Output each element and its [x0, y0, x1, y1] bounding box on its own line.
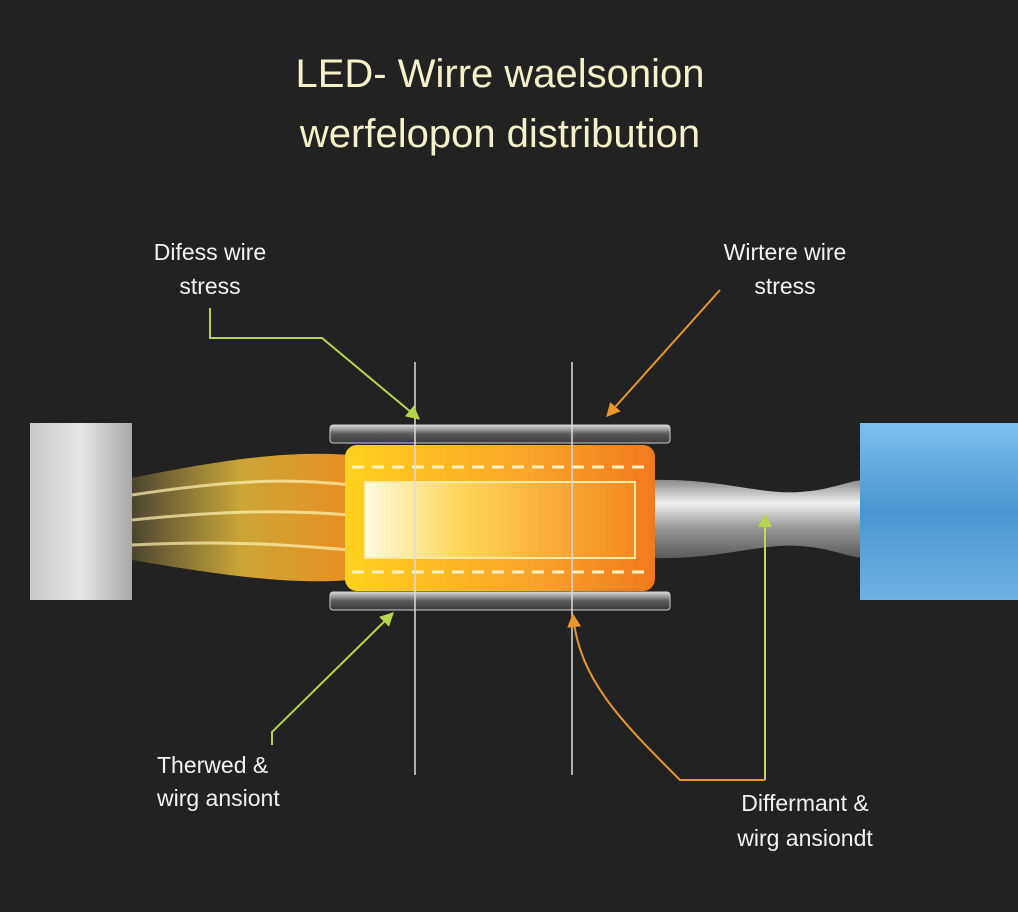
right-wire [650, 479, 862, 559]
label-top-right-2: stress [754, 273, 815, 299]
arrow-bottom-left [271, 612, 394, 745]
label-top-left-2: stress [179, 273, 240, 299]
label-bottom-right-2: wirg ansiondt [736, 825, 873, 851]
label-top-right-1: Wirtere wire [724, 239, 847, 265]
left-gray-terminal [30, 423, 132, 600]
arrow-top-left [209, 308, 421, 420]
arrow-top-right [606, 289, 721, 418]
title-line-2: werfelopon distribution [299, 112, 700, 156]
top-plate [329, 424, 671, 444]
bottom-plate [329, 591, 671, 611]
label-bottom-left-2: wirg ansiont [156, 785, 280, 811]
left-glow-beam [132, 453, 350, 582]
arrow-bottom-right [567, 613, 765, 781]
label-bottom-left-1: Therwed & [157, 752, 268, 778]
right-blue-terminal [860, 423, 1018, 600]
led-inner-core [364, 481, 636, 559]
label-bottom-right-1: Differmant & [741, 790, 868, 816]
label-top-left-1: Difess wire [154, 239, 266, 265]
title-line-1: LED- Wirre waelsonion [295, 52, 704, 96]
glow-streaks [131, 479, 351, 552]
